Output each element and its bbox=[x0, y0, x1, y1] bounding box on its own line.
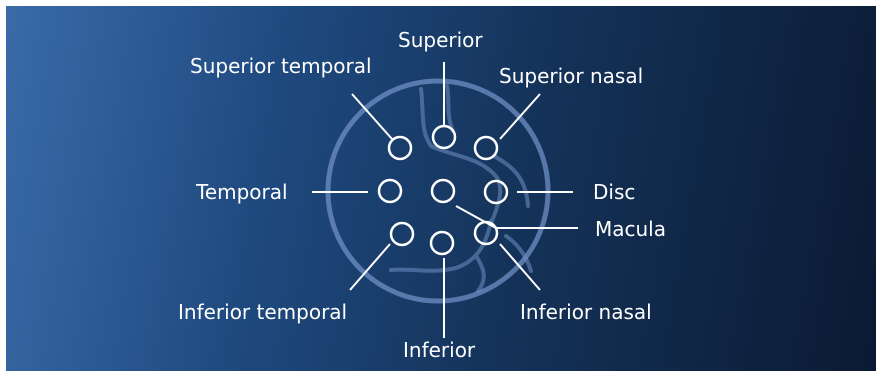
target-macula bbox=[432, 180, 454, 202]
target-superior-temporal bbox=[389, 137, 411, 159]
label-superior: Superior bbox=[398, 28, 483, 52]
label-disc: Disc bbox=[593, 180, 635, 204]
leader-macula bbox=[456, 206, 578, 228]
diagram-graphics bbox=[6, 6, 876, 371]
leader-superior-nasal bbox=[500, 94, 540, 139]
leader-lines bbox=[312, 62, 578, 338]
retinal-vessels bbox=[391, 86, 531, 291]
label-inferior: Inferior bbox=[403, 338, 475, 362]
fundus-diagram: Superior Superior temporal Superior nasa… bbox=[6, 6, 876, 371]
label-superior-temporal: Superior temporal bbox=[190, 54, 372, 78]
target-superior-nasal bbox=[475, 137, 497, 159]
label-macula: Macula bbox=[595, 217, 666, 241]
label-inferior-temporal: Inferior temporal bbox=[178, 300, 347, 324]
target-disc bbox=[485, 181, 507, 203]
label-superior-nasal: Superior nasal bbox=[499, 64, 643, 88]
target-superior bbox=[433, 126, 455, 148]
target-inferior-temporal bbox=[391, 223, 413, 245]
label-temporal: Temporal bbox=[196, 180, 288, 204]
label-inferior-nasal: Inferior nasal bbox=[520, 300, 652, 324]
target-inferior bbox=[431, 232, 453, 254]
target-temporal bbox=[379, 180, 401, 202]
